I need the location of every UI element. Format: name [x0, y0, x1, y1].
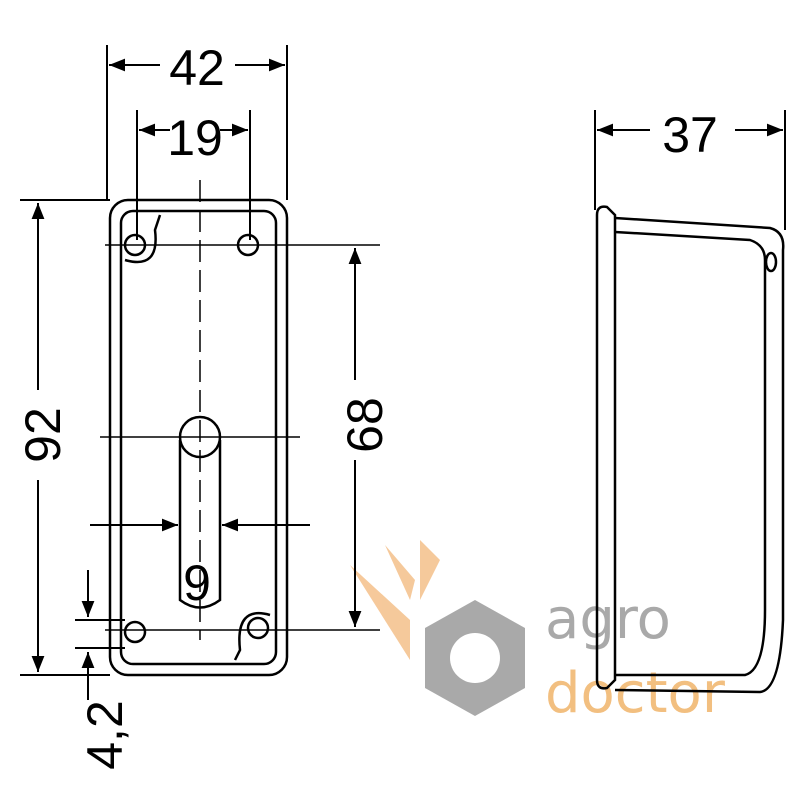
dimension-lines [20, 45, 786, 700]
watermark-doctor: doctor [545, 661, 726, 726]
watermark-agro: agro [545, 587, 671, 652]
dim-depth-37: 37 [662, 107, 718, 163]
dim-slot-9: 9 [183, 555, 211, 611]
dim-height-92: 92 [15, 407, 71, 463]
side-view [595, 205, 785, 694]
dim-hole-spacing-19: 19 [167, 110, 223, 166]
dim-vertical-68: 68 [337, 397, 393, 453]
watermark-logo: agro doctor [350, 540, 726, 726]
dim-width-42: 42 [169, 40, 225, 96]
front-view [100, 180, 380, 677]
dim-offset-4-2: 4,2 [77, 700, 133, 770]
